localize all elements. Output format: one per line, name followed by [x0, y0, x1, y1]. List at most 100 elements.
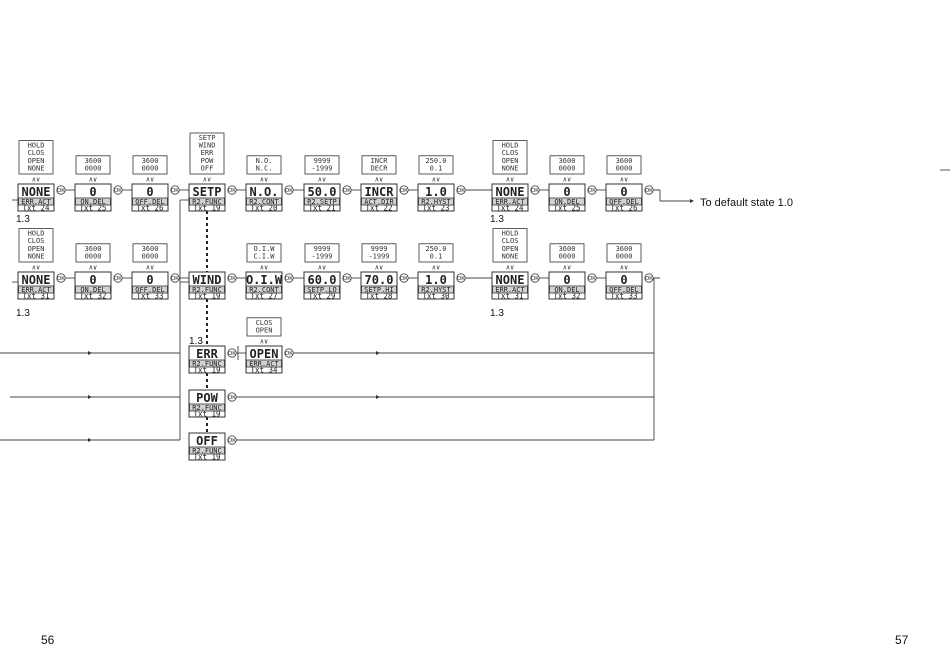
text-number: Txt 31: [496, 292, 523, 301]
option-value: 0000: [85, 252, 102, 260]
option-value: -1999: [368, 252, 389, 260]
param-name: R2.FUNC: [192, 447, 222, 455]
up-down-arrows-icon: ∧∨: [318, 176, 326, 184]
option-value: 0000: [142, 252, 159, 260]
param-name: ERR.ACT: [21, 198, 51, 206]
lcd-display: [188, 345, 226, 374]
option-value: 0.1: [430, 252, 443, 260]
up-down-arrows-icon: ∧∨: [32, 264, 40, 272]
ok-marker: OK: [284, 348, 294, 358]
param-band: [304, 285, 340, 294]
param-band: [18, 285, 54, 294]
display-value: N.O.: [250, 185, 279, 199]
param-name: R2.FUNC: [192, 286, 222, 294]
option-value: 3600: [142, 157, 159, 165]
lcd-display: [188, 432, 226, 461]
up-down-arrows-icon: ∧∨: [432, 264, 440, 272]
up-down-arrows-icon: ∧∨: [146, 264, 154, 272]
section-label-1-3: 1.3: [490, 308, 504, 319]
param-band: [75, 285, 111, 294]
option-value: ERR: [201, 149, 214, 157]
option-value: OPEN: [256, 326, 273, 334]
up-down-arrows-icon: ∧∨: [32, 176, 40, 184]
ok-marker: OK: [113, 185, 123, 195]
param-name: R2.CONT: [249, 286, 279, 294]
ok-label: OK: [343, 276, 351, 282]
ok-circle: [170, 273, 180, 283]
ok-circle: [227, 185, 237, 195]
param-name: ERR.ACT: [249, 360, 279, 368]
display-value: NONE: [22, 185, 51, 199]
options-list: [75, 243, 111, 263]
ok-circle: [284, 185, 294, 195]
section-label-1-3: 1.3: [189, 336, 203, 347]
options-list: [304, 243, 340, 263]
ok-circle: [456, 185, 466, 195]
options-list: [606, 155, 642, 175]
ok-label: OK: [588, 276, 596, 282]
ok-label: OK: [114, 276, 122, 282]
param-name: R2.FUNC: [192, 360, 222, 368]
param-band: [549, 197, 585, 206]
param-band: [304, 197, 340, 206]
option-value: O.I.W: [253, 245, 275, 253]
param-name: ON.DEL: [80, 198, 105, 206]
options-list: [549, 155, 585, 175]
param-name: ERR.ACT: [495, 286, 525, 294]
param-band: [189, 197, 225, 206]
section-label-1-3: 1.3: [16, 308, 30, 319]
arrow-head: [88, 351, 92, 355]
ok-marker: OK: [227, 392, 237, 402]
param-band: [246, 197, 282, 206]
param-name: R2.HYST: [421, 198, 451, 206]
option-value: -1999: [311, 252, 332, 260]
ok-circle: [113, 185, 123, 195]
display-value: 0: [620, 273, 627, 287]
ok-circle: [587, 273, 597, 283]
ok-label: OK: [57, 276, 65, 282]
display-value: 0: [620, 185, 627, 199]
lcd-display: [417, 271, 455, 300]
option-value: 3600: [142, 245, 159, 253]
ok-marker: OK: [587, 273, 597, 283]
option-value: SETP: [199, 134, 216, 142]
param-name: R2.FUNC: [192, 198, 222, 206]
display-value: 1.0: [425, 185, 447, 199]
param-name: ON.DEL: [80, 286, 105, 294]
option-value: 0000: [142, 164, 159, 172]
ok-circle: [399, 273, 409, 283]
option-value: DECR: [371, 164, 389, 172]
option-value: 3600: [559, 157, 576, 165]
display-value: POW: [196, 391, 218, 405]
text-number: Txt 30: [422, 292, 450, 301]
param-name: ERR.ACT: [495, 198, 525, 206]
ok-label: OK: [114, 188, 122, 194]
ok-marker: OK: [227, 185, 237, 195]
option-value: 9999: [314, 245, 331, 253]
lcd-display: [74, 271, 112, 300]
ok-marker: OK: [644, 273, 654, 283]
text-number: Txt 25: [79, 204, 106, 213]
param-band: [418, 285, 454, 294]
param-name: OFF.DEL: [135, 198, 165, 206]
text-number: Txt 22: [365, 204, 392, 213]
lcd-display: [131, 183, 169, 212]
text-number: Txt 34: [250, 366, 278, 375]
ok-marker: OK: [170, 273, 180, 283]
ok-circle: [56, 185, 66, 195]
display-value: 0: [146, 185, 153, 199]
option-value: 0.1: [430, 164, 443, 172]
options-list: [606, 243, 642, 263]
display-value: ERR: [196, 347, 218, 361]
lcd-display: [188, 183, 226, 212]
text-number: Txt 26: [610, 204, 638, 213]
display-value: 0: [563, 273, 570, 287]
